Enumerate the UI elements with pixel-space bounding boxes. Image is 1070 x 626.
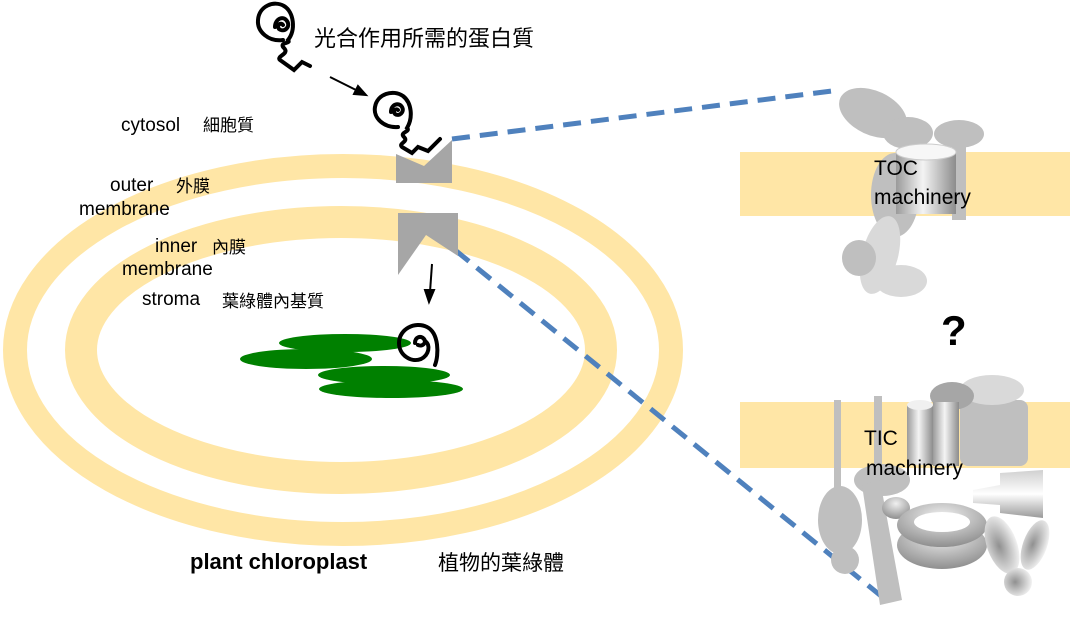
inner-label-zh: 內膜 xyxy=(212,238,246,258)
tic-cylinder xyxy=(933,402,959,466)
inner-channel-icon xyxy=(398,213,458,275)
tic-stroma-lobe xyxy=(831,546,859,574)
cytosol-label: cytosol xyxy=(121,115,180,136)
toc-protein-lobe xyxy=(934,120,984,148)
tic-label-line2: machinery xyxy=(866,457,963,480)
stroma-label: stroma xyxy=(142,289,201,310)
toc-protein-lower xyxy=(875,265,927,297)
protein-icon-stroma xyxy=(396,323,440,367)
toc-label-line2: machinery xyxy=(874,186,971,209)
inner-label: inner xyxy=(155,236,198,257)
outer-label-zh: 外膜 xyxy=(176,177,210,197)
outer-membrane-label: membrane xyxy=(79,199,170,220)
tic-stroma-arm xyxy=(862,480,902,605)
inner-membrane-label: membrane xyxy=(122,259,213,280)
protein-icon-middle xyxy=(372,90,442,156)
toc-channel-cylinder xyxy=(896,152,956,214)
arrow-icon xyxy=(329,76,369,97)
tic-stalk xyxy=(874,396,882,496)
toc-channel-top xyxy=(895,143,957,161)
tic-cone xyxy=(973,470,1043,518)
outer-label: outer xyxy=(110,175,154,196)
toc-label-line1: TOC xyxy=(874,157,918,180)
inner-membrane-ring xyxy=(65,206,617,494)
outer-membrane-ring xyxy=(3,154,683,546)
stroma-label-zh: 葉綠體內基質 xyxy=(222,292,324,312)
thylakoid xyxy=(319,380,463,398)
tic-cylinder-top xyxy=(907,400,933,410)
arrow-icon xyxy=(423,263,436,305)
toc-panel: TOC machinery xyxy=(740,87,1070,297)
thylakoid xyxy=(240,349,372,369)
tic-blob xyxy=(1004,568,1032,596)
tic-blob xyxy=(1020,520,1050,570)
toc-protein-lobe xyxy=(883,117,933,149)
tic-complex-top xyxy=(960,375,1024,405)
caption-label-zh: 植物的葉綠體 xyxy=(438,551,564,575)
zoom-line-toc xyxy=(451,88,833,142)
zoom-line-tic xyxy=(453,248,888,602)
question-mark: ? xyxy=(941,307,967,354)
protein-icon-top xyxy=(255,1,312,73)
cytosol-label-zh: 細胞質 xyxy=(203,116,254,136)
toc-protein-lower xyxy=(842,240,876,276)
chloroplast xyxy=(3,154,683,546)
tic-stroma-lobe xyxy=(818,486,862,554)
tic-stalk xyxy=(834,400,841,500)
tic-small-sphere xyxy=(882,497,910,519)
outer-channel-icon xyxy=(396,140,452,183)
tic-ring-hole xyxy=(914,512,970,532)
tic-label-line1: TIC xyxy=(864,427,898,450)
thylakoid xyxy=(279,334,411,352)
thylakoid-stack xyxy=(240,334,463,398)
tic-blob xyxy=(984,516,1020,574)
tic-panel: TIC machinery xyxy=(740,375,1070,605)
thylakoid xyxy=(318,366,450,384)
tic-complex-body xyxy=(960,400,1028,466)
caption-label: plant chloroplast xyxy=(190,549,368,574)
tic-cylinder xyxy=(907,405,933,465)
title-protein-label: 光合作用所需的蛋白質 xyxy=(314,27,534,52)
